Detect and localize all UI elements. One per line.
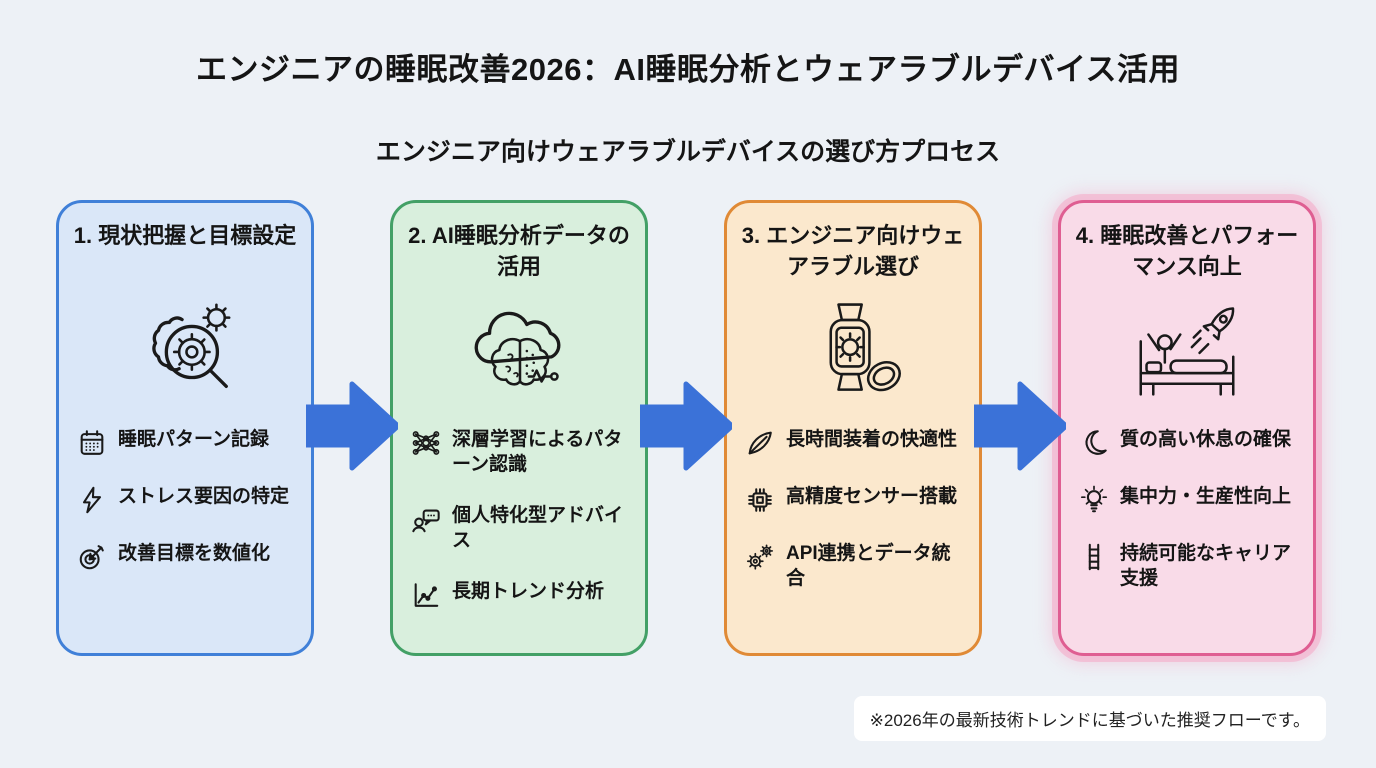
- bullet-label: 改善目標を数値化: [118, 543, 271, 564]
- step-3-hero: [739, 289, 967, 411]
- bullet-label: 集中力・生産性向上: [1120, 486, 1292, 507]
- bullet-label: API連携とデータ統合: [786, 543, 951, 590]
- neural-network-icon: [412, 431, 440, 455]
- ai-cloud-brain-icon: [474, 311, 561, 386]
- step-3-bullets: 長時間装着の快適性 高精度センサー搭載: [739, 427, 967, 591]
- target-dart-icon: [79, 545, 104, 570]
- flow-arrow-icon: [640, 381, 732, 471]
- step-1-hero: [71, 289, 299, 411]
- lightbulb-icon: [1080, 485, 1108, 513]
- step-3-title: 3. エンジニア向けウェアラブル選び: [741, 223, 965, 279]
- step-card-3: 3. エンジニア向けウェアラブル選び: [724, 200, 982, 656]
- trend-chart-icon: [414, 583, 439, 608]
- moon-icon: [1085, 430, 1107, 455]
- brain-analysis-magnifier-icon: [152, 303, 231, 388]
- list-item: 持続可能なキャリア支援: [1079, 541, 1295, 591]
- step-1-title: 1. 現状把握と目標設定: [73, 223, 297, 248]
- sensor-chip-icon: [748, 488, 772, 512]
- list-item: 長期トレンド分析: [411, 579, 627, 610]
- step-card-2: 2. AI睡眠分析データの活用: [390, 200, 648, 656]
- footnote-text: ※2026年の最新技術トレンドに基づいた推奨フローです。: [869, 711, 1310, 730]
- bullet-label: 高精度センサー搭載: [786, 486, 958, 507]
- bed-rocket-icon: [1139, 307, 1235, 396]
- step-4-title: 4. 睡眠改善とパフォーマンス向上: [1075, 223, 1299, 279]
- list-item: API連携とデータ統合: [745, 541, 961, 591]
- list-item: 集中力・生産性向上: [1079, 484, 1295, 515]
- step-card-1: 1. 現状把握と目標設定: [56, 200, 314, 656]
- list-item: 深層学習によるパターン認識: [411, 427, 627, 477]
- list-item: 高精度センサー搭載: [745, 484, 961, 515]
- bullet-label: 質の高い休息の確保: [1120, 429, 1292, 450]
- ladder-icon: [1088, 543, 1100, 571]
- step-2-title: 2. AI睡眠分析データの活用: [408, 223, 630, 279]
- lightning-icon: [83, 486, 101, 514]
- bullet-label: 個人特化型アドバイス: [452, 505, 624, 552]
- page-title: エンジニアの睡眠改善2026：AI睡眠分析とウェアラブルデバイス活用: [195, 52, 1181, 87]
- step-2-bullets: 深層学習によるパターン認識 個人特化型アドバイス: [405, 427, 633, 610]
- list-item: ストレス要因の特定: [77, 484, 293, 515]
- bullet-label: 持続可能なキャリア支援: [1120, 543, 1292, 590]
- process-subtitle: エンジニア向けウェアラブルデバイスの選び方プロセス: [375, 138, 1001, 166]
- bullet-label: 深層学習によるパターン認識: [452, 429, 623, 476]
- flow-arrow-icon: [974, 381, 1066, 471]
- calendar-icon: [80, 430, 104, 455]
- gears-icon: [746, 544, 774, 570]
- list-item: 長時間装着の快適性: [745, 427, 961, 458]
- list-item: 改善目標を数値化: [77, 541, 293, 572]
- feather-icon: [748, 431, 772, 455]
- personal-advice-icon: [412, 509, 440, 533]
- step-4-bullets: 質の高い休息の確保 集中力・生産性向上: [1073, 427, 1301, 591]
- bullet-label: 長期トレンド分析: [452, 581, 605, 603]
- list-item: 個人特化型アドバイス: [411, 503, 627, 553]
- list-item: 質の高い休息の確保: [1079, 427, 1295, 458]
- flow-arrow-icon: [306, 381, 398, 471]
- step-1-bullets: 睡眠パターン記録 ストレス要因の特定 改善目標を数値化: [71, 427, 299, 572]
- bullet-label: ストレス要因の特定: [118, 486, 290, 507]
- step-card-4: 4. 睡眠改善とパフォーマンス向上: [1058, 200, 1316, 656]
- step-2-hero: [405, 289, 633, 411]
- list-item: 睡眠パターン記録: [77, 427, 293, 458]
- step-4-hero: [1073, 289, 1301, 411]
- bullet-label: 長時間装着の快適性: [786, 429, 958, 450]
- footnote: ※2026年の最新技術トレンドに基づいた推奨フローです。: [853, 696, 1326, 741]
- smartwatch-ring-icon: [829, 303, 901, 392]
- bullet-label: 睡眠パターン記録: [118, 429, 270, 450]
